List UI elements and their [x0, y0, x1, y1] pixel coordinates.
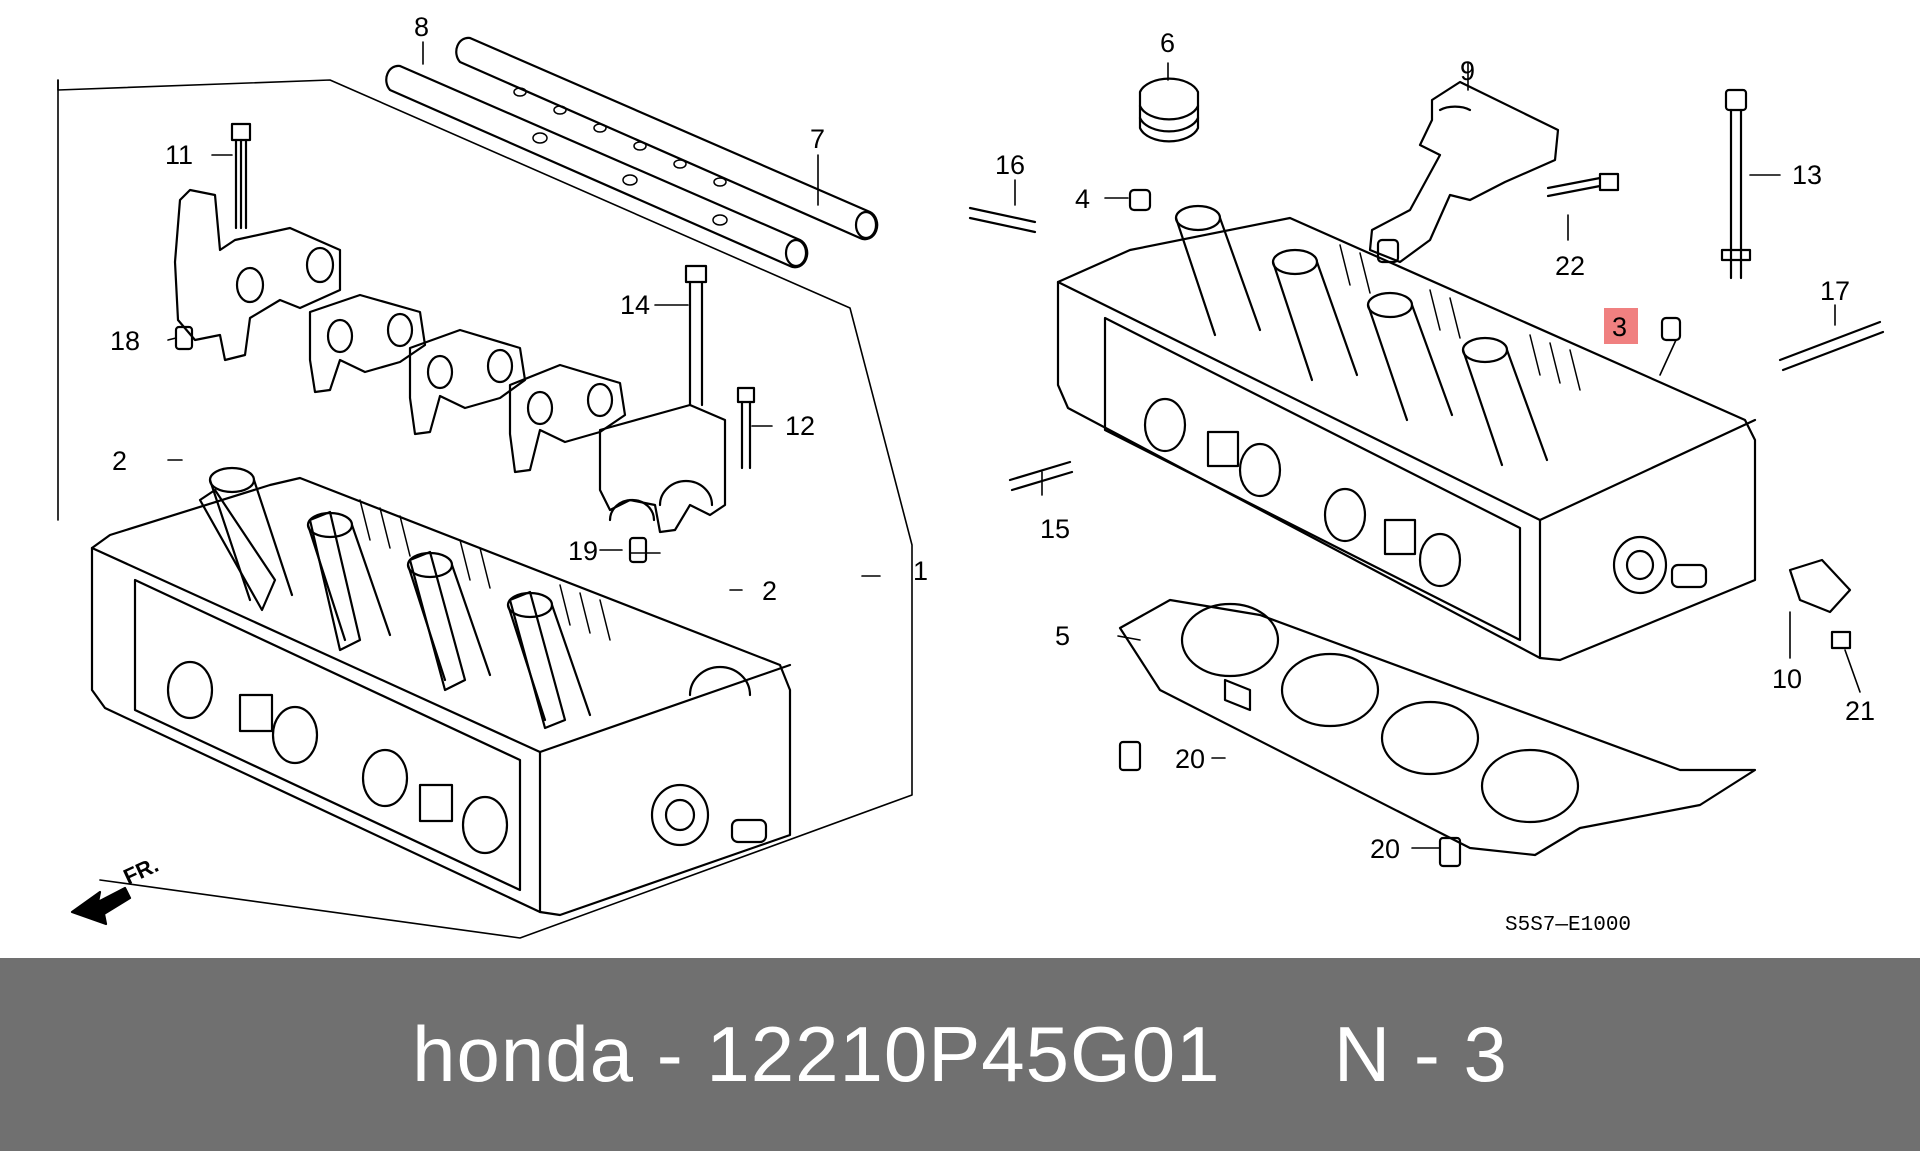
callout-22: 22: [1555, 251, 1585, 281]
callout-5: 5: [1055, 621, 1070, 651]
caption-bar: honda - 12210P45G01 N - 3: [0, 958, 1920, 1151]
front-direction-arrow: FR.: [70, 852, 162, 926]
rocker-shafts: [385, 36, 879, 269]
callout-1: 1: [913, 556, 928, 586]
callout-21: 21: [1845, 696, 1875, 726]
callout-13: 13: [1792, 160, 1822, 190]
callout-6: 6: [1160, 28, 1175, 58]
callout-7: 7: [810, 124, 825, 154]
callout-11: 11: [165, 140, 193, 170]
callout-18: 18: [110, 326, 140, 356]
callout-14: 14: [620, 290, 650, 320]
callout-labels: 1 2 2 3 4 5 6 7 8 9 10 11 12 13 14 15 16…: [110, 12, 1875, 937]
cylinder-head-left: [90, 466, 792, 917]
callout-16: 16: [995, 150, 1025, 180]
right-small-parts: [968, 77, 1885, 868]
cylinder-head-right: [1056, 204, 1757, 662]
callout-2-left: 2: [112, 446, 127, 476]
leader-lines: [167, 41, 1861, 849]
callout-8: 8: [414, 12, 429, 42]
callout-3-highlight: [1604, 308, 1638, 344]
bolts-left: [174, 122, 756, 564]
callout-12: 12: [785, 411, 815, 441]
camshaft-holders: [173, 188, 727, 534]
callout-17: 17: [1820, 276, 1850, 306]
callout-20-lower: 20: [1370, 834, 1400, 864]
callout-10: 10: [1772, 664, 1802, 694]
drawing-code: S5S7—E1000: [1505, 914, 1631, 937]
callout-2-right: 2: [762, 576, 777, 606]
callout-3: 3: [1612, 312, 1627, 342]
parts-diagram: FR.: [57, 12, 1885, 939]
callout-4: 4: [1075, 184, 1090, 214]
callout-20-upper: 20: [1175, 744, 1205, 774]
callout-15: 15: [1040, 514, 1070, 544]
left-assembly-frame: [57, 79, 913, 939]
part-number-caption: honda - 12210P45G01 N - 3: [412, 1010, 1508, 1098]
cylinder-head-exploded-view: FR.: [57, 12, 1885, 939]
callout-9: 9: [1460, 56, 1475, 86]
head-gasket: [1118, 598, 1757, 857]
callout-19: 19: [568, 536, 598, 566]
